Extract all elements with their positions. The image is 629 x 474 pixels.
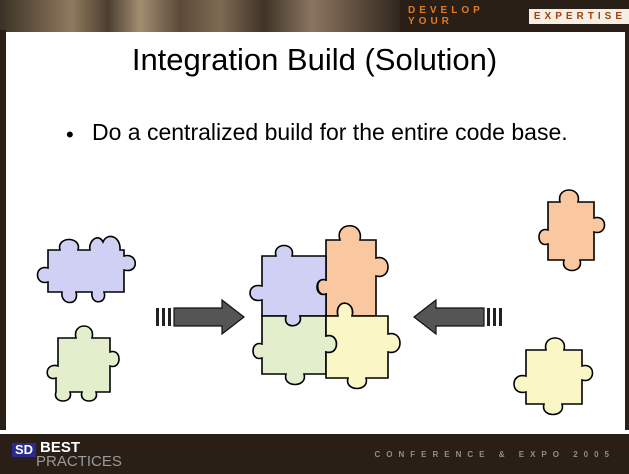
left-puzzle-pieces (36, 235, 137, 402)
footer-band (0, 434, 629, 474)
logo-best: BEST (40, 439, 81, 456)
right-frame-border (625, 30, 629, 430)
assembled-puzzle (249, 225, 401, 390)
banner-text-main: DEVELOP YOUR (408, 5, 484, 27)
purple-puzzle-piece (249, 244, 327, 327)
orange-puzzle-piece (538, 189, 606, 272)
bullet-marker: • (66, 122, 74, 147)
footer-tagline: CONFERENCE & EXPO 2005 (374, 450, 615, 459)
yellow-puzzle-piece (325, 302, 401, 390)
logo-practices: PRACTICES (36, 453, 122, 470)
banner-tagline: DEVELOP YOUR EXPERTISE (408, 5, 629, 27)
green-puzzle-piece (46, 325, 120, 402)
right-puzzle-pieces (513, 189, 606, 416)
logo-sd: SD (12, 443, 37, 457)
header-banner (0, 0, 629, 32)
banner-photo (0, 0, 400, 32)
banner-text-highlight: EXPERTISE (528, 8, 629, 24)
slide-title: Integration Build (Solution) (131, 42, 498, 77)
yellow-puzzle-piece (513, 337, 594, 416)
green-puzzle-piece (252, 315, 338, 386)
left-frame-border (0, 30, 6, 430)
purple-puzzle-piece (36, 235, 137, 304)
left-arrow (413, 298, 502, 336)
right-arrow (156, 298, 245, 336)
orange-puzzle-piece (316, 225, 389, 317)
sd-best-practices-logo: SD BEST PRACTICES (12, 439, 142, 471)
bullet-text: Do a centralized build for the entire co… (92, 119, 568, 145)
